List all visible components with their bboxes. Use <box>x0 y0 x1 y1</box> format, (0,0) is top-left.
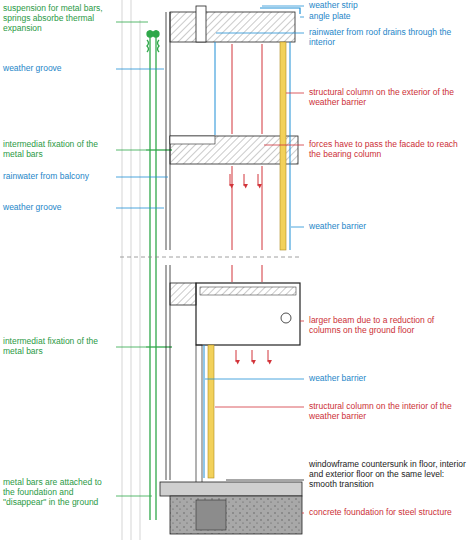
facade-note: metal bars are attached to the foundatio… <box>2 478 116 507</box>
structure-note: angle plate <box>308 12 470 22</box>
structure-note: structural column on the interior of the… <box>308 402 460 422</box>
balcony-slab <box>170 136 298 164</box>
concrete-foundation <box>160 482 302 534</box>
structure-note: weather barrier <box>308 374 460 384</box>
structure-note: windowframe countersunk in floor, interi… <box>308 460 470 489</box>
structure-note: concrete foundation for steel structure <box>308 508 460 518</box>
facade-note: rainwater from balcony <box>2 172 116 182</box>
structure-note: larger beam due to a reduction of column… <box>308 316 460 336</box>
facade-note: suspension for metal bars, springs absor… <box>2 4 116 33</box>
facade-note: intermediat fixation of the metal bars <box>2 140 116 160</box>
structure-note: weather strip <box>308 1 470 11</box>
upper-column <box>280 42 290 250</box>
dimension-lines <box>122 0 140 540</box>
structure-note: structural column on the exterior of the… <box>308 88 460 108</box>
leader-lines <box>116 6 304 513</box>
structure-note: weather barrier <box>308 222 460 232</box>
large-beam <box>170 283 300 345</box>
facade-note: intermediat fixation of the metal bars <box>2 337 116 357</box>
break-line <box>120 257 300 258</box>
lower-column <box>196 345 214 483</box>
structure-note: forces have to pass the facade to reach … <box>308 140 460 160</box>
facade-note: weather groove <box>2 203 116 213</box>
facade-note: weather groove <box>2 64 116 74</box>
structure-note: rainwater from roof drains through the i… <box>308 28 460 48</box>
facade-skin <box>166 12 170 480</box>
metal-bars <box>146 30 172 520</box>
